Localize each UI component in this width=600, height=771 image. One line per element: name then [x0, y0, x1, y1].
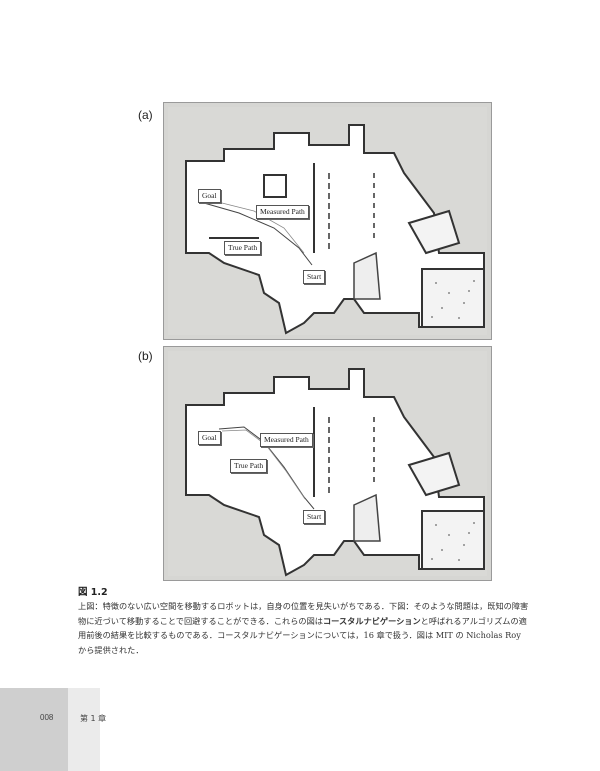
caption-part-1: 上図：特徴のない広い空間を移動するロボットは，自身の位置を見失いがちである．下図… — [78, 601, 529, 626]
page-number: 008 — [40, 713, 54, 722]
figure-caption-text: 上図：特徴のない広い空間を移動するロボットは，自身の位置を見失いがちである．下図… — [78, 599, 530, 657]
panel-b-label: (b) — [138, 349, 153, 363]
start-tag-b: Start — [303, 510, 326, 524]
measured-path-tag-b: Measured Path — [260, 433, 313, 447]
chapter-label: 第 1 章 — [80, 714, 107, 723]
map-b: Goal Measured Path True Path Start — [163, 346, 492, 581]
measured-path-tag-a: Measured Path — [256, 205, 309, 219]
map-b-floorplan — [168, 351, 487, 577]
map-a: Goal Measured Path True Path Start — [163, 102, 492, 340]
figure-caption-title: 図 1.2 — [78, 587, 108, 598]
map-a-floorplan — [168, 107, 487, 335]
caption-part-2: と呼ばれるアルゴリズムの適用前後の結果を比較するものである．コースタルナビゲーシ… — [78, 615, 527, 655]
true-path-tag-b: True Path — [230, 459, 268, 473]
footer-chapter-box — [68, 688, 100, 771]
true-path-tag-a: True Path — [224, 241, 262, 255]
start-tag-a: Start — [303, 270, 326, 284]
goal-tag-b: Goal — [198, 431, 221, 445]
caption-bold-term: コースタルナビゲーション — [322, 615, 421, 626]
footer-page-box — [0, 688, 68, 771]
goal-tag-a: Goal — [198, 189, 221, 203]
panel-a-label: (a) — [138, 108, 153, 122]
